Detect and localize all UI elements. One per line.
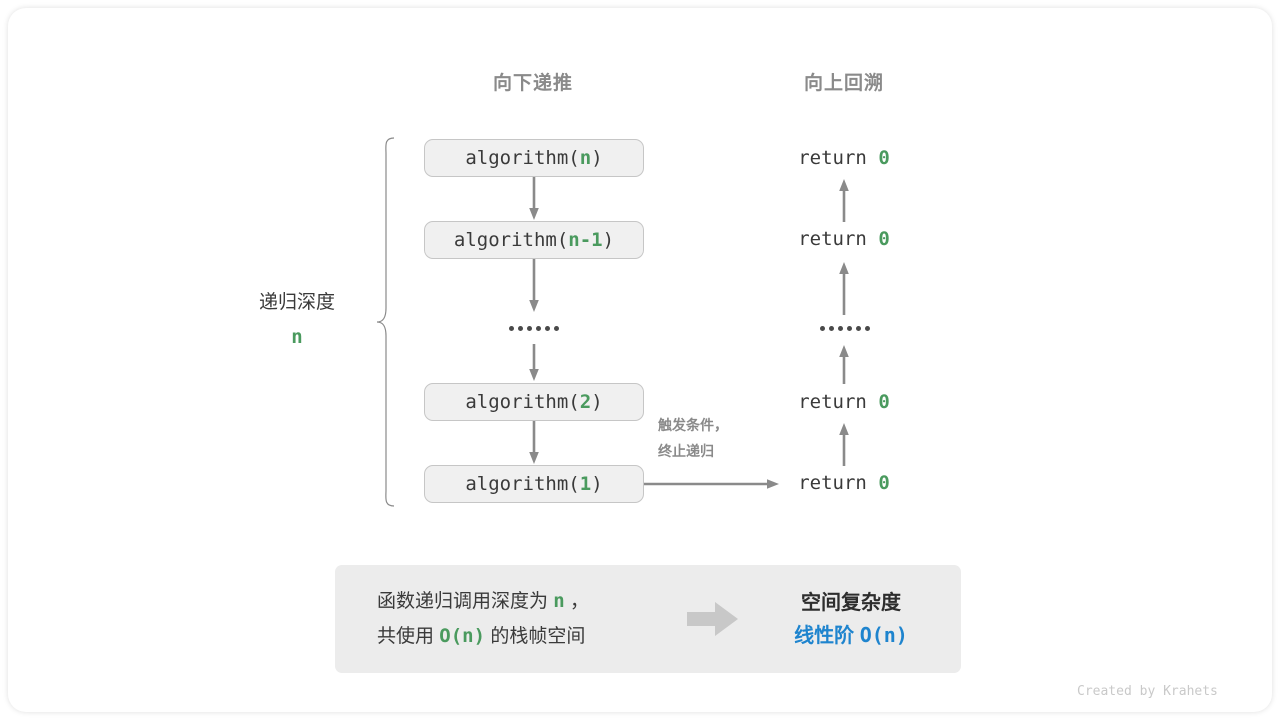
return-value: 0 <box>878 472 890 494</box>
call-frame-box-3[interactable]: algorithm(2) <box>424 383 644 421</box>
returns-ellipsis <box>820 326 870 331</box>
call-frame-suffix: ) <box>591 391 603 413</box>
call-frame-prefix: algorithm( <box>453 229 569 251</box>
call-frame-suffix: ) <box>591 473 603 495</box>
return-line-3: return 0 <box>744 391 944 413</box>
call-stack-ellipsis <box>509 326 559 331</box>
trigger-note-line2: 终止递归 <box>658 443 714 459</box>
return-value: 0 <box>878 228 890 250</box>
call-frame-box-1[interactable]: algorithm(n) <box>424 139 644 177</box>
call-frame-arg: n-1 <box>568 229 603 251</box>
trigger-condition-note: 触发条件， 终止递归 <box>658 412 728 464</box>
credit-text: Created by Krahets <box>1077 684 1218 699</box>
column-header-downward: 向下递推 <box>492 73 573 94</box>
column-header-upward: 向上回溯 <box>803 73 884 94</box>
summary-right-text: 空间复杂度 线性阶 O(n) <box>761 587 941 652</box>
summary-line1-n: n <box>553 590 565 612</box>
call-frame-box-2[interactable]: algorithm(n-1) <box>424 221 644 259</box>
return-keyword: return <box>798 472 867 494</box>
complexity-title: 空间复杂度 <box>801 591 901 614</box>
recursion-depth-text: 递归深度 <box>258 292 335 313</box>
complexity-notation: O(n) <box>859 622 908 647</box>
down-arrow-icon-4 <box>529 421 539 464</box>
recursion-depth-value: n <box>291 326 303 348</box>
return-keyword: return <box>798 228 867 250</box>
call-frame-arg: n <box>579 147 592 169</box>
summary-left-text: 函数递归调用深度为 n ， 共使用 O(n) 的栈帧空间 <box>377 584 677 654</box>
return-keyword: return <box>798 391 867 413</box>
right-block-arrow-icon <box>687 602 738 636</box>
return-keyword: return <box>798 147 867 169</box>
complexity-value: 线性阶 O(n) <box>761 619 941 652</box>
call-frame-arg: 2 <box>579 391 592 413</box>
return-value: 0 <box>878 391 890 413</box>
recursion-depth-label: 递归深度 n <box>213 286 381 354</box>
up-arrow-icon-4 <box>839 423 849 466</box>
summary-line2-n: n <box>462 625 474 647</box>
call-frame-suffix: ) <box>591 147 603 169</box>
summary-line1-suffix: ， <box>564 591 590 612</box>
call-frame-suffix: ) <box>602 229 615 251</box>
summary-line2-o: O( <box>439 625 463 647</box>
up-arrow-icon-1 <box>839 179 849 222</box>
down-arrow-icon-2 <box>529 259 539 312</box>
summary-line2-suffix: 的栈帧空间 <box>485 626 586 647</box>
base-case-arrow-icon <box>644 479 779 489</box>
call-frame-arg: 1 <box>579 473 592 495</box>
summary-panel: 函数递归调用深度为 n ， 共使用 O(n) 的栈帧空间 空间复杂度 线性阶 O… <box>335 565 961 673</box>
return-line-4: return 0 <box>744 472 944 494</box>
trigger-note-line1: 触发条件， <box>658 417 728 433</box>
down-arrow-icon-1 <box>529 177 539 220</box>
depth-brace-icon <box>376 137 395 507</box>
return-value: 0 <box>878 147 890 169</box>
call-frame-box-4[interactable]: algorithm(1) <box>424 465 644 503</box>
call-frame-prefix: algorithm( <box>465 147 580 169</box>
summary-line-1: 函数递归调用深度为 n ， <box>377 584 677 619</box>
diagram-card: 向下递推 向上回溯 递归深度 n algorithm(n) algorithm(… <box>8 8 1272 712</box>
up-arrow-icon-3 <box>839 345 849 384</box>
summary-line-2: 共使用 O(n) 的栈帧空间 <box>377 619 677 654</box>
down-arrow-icon-3 <box>529 344 539 381</box>
complexity-order: 线性阶 <box>794 624 860 647</box>
call-frame-prefix: algorithm( <box>465 473 580 495</box>
summary-line2-prefix: 共使用 <box>377 626 440 647</box>
summary-line1-prefix: 函数递归调用深度为 <box>377 591 554 612</box>
call-frame-prefix: algorithm( <box>465 391 580 413</box>
summary-line2-close: ) <box>473 625 486 647</box>
return-line-1: return 0 <box>744 147 944 169</box>
return-line-2: return 0 <box>744 228 944 250</box>
up-arrow-icon-2 <box>839 262 849 315</box>
